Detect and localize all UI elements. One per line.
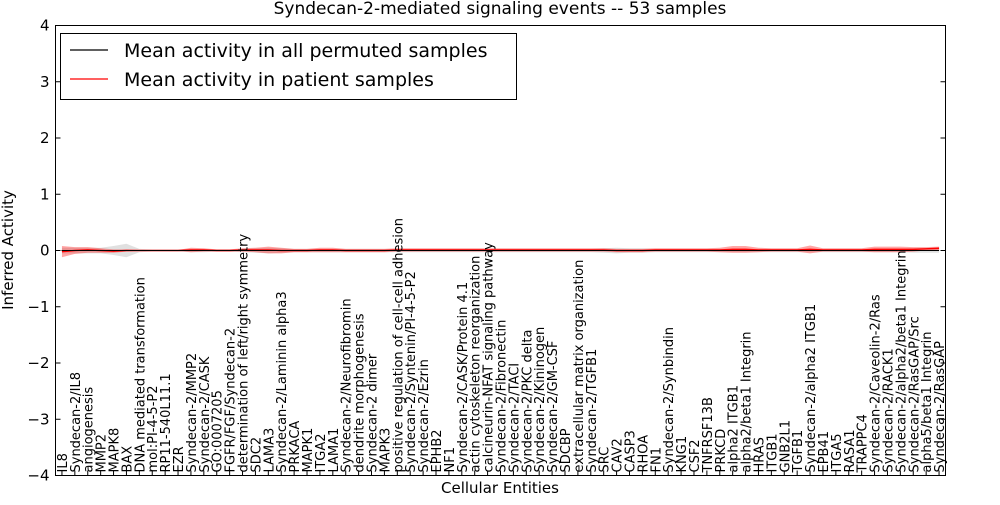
- y-tick-label: 2: [40, 129, 50, 147]
- y-tick-label: −2: [27, 354, 49, 372]
- x-tick-label: determination of left/right symmetry: [237, 234, 252, 473]
- y-tick-label: 1: [40, 185, 50, 203]
- y-tick-label: −4: [27, 467, 49, 485]
- series-1-band: [62, 245, 939, 257]
- y-tick-label: −3: [27, 410, 49, 428]
- legend: Mean activity in all permuted samples Me…: [61, 34, 517, 100]
- legend-label-patient: Mean activity in patient samples: [124, 69, 434, 91]
- y-tick-label: −1: [27, 298, 49, 316]
- x-axis-label: Cellular Entities: [441, 479, 559, 497]
- y-tick-label: 0: [40, 242, 50, 260]
- y-axis-label: Inferred Activity: [0, 190, 17, 310]
- chart-title: Syndecan-2-mediated signaling events -- …: [274, 0, 727, 19]
- legend-label-permuted: Mean activity in all permuted samples: [124, 40, 487, 62]
- x-tick-label: Syndecan-2/RasGAP: [933, 341, 948, 473]
- y-tick-label: 4: [40, 17, 50, 35]
- y-tick-label: 3: [40, 73, 50, 91]
